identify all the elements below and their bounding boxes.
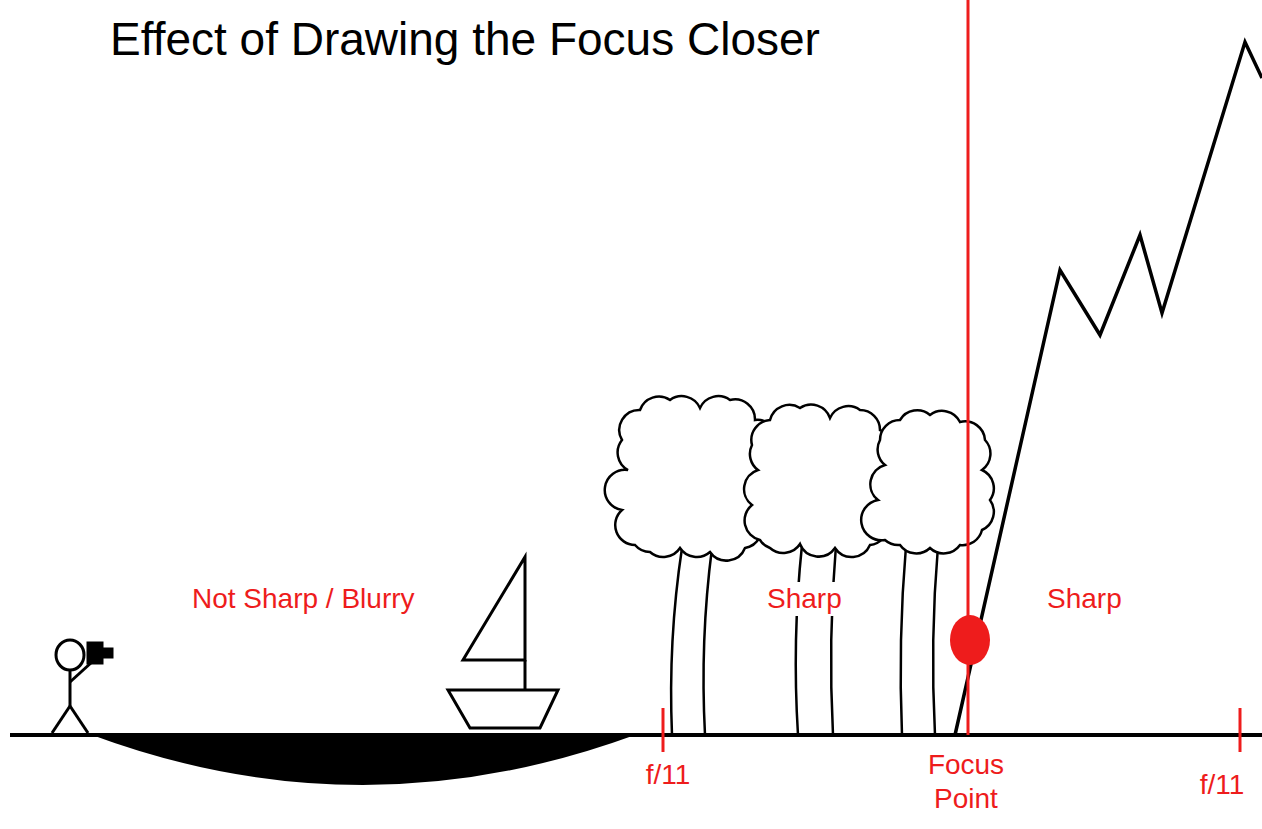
- focus-point-dot: [950, 615, 990, 665]
- diagram-title: Effect of Drawing the Focus Closer: [110, 12, 820, 67]
- ground-line: [10, 733, 1262, 737]
- focus-point-label: Focus Point: [899, 748, 1033, 815]
- trees: [605, 396, 994, 735]
- far-limit-tick: [1239, 708, 1242, 752]
- sailboat: [448, 557, 558, 728]
- blur-zone-label: Not Sharp / Blurry: [190, 582, 417, 616]
- aperture-label: f/11: [1198, 768, 1247, 802]
- near-limit-tick: [662, 708, 665, 752]
- sharp-zone-label: Sharp: [1045, 582, 1124, 616]
- aperture-label: f/11: [644, 758, 693, 792]
- sharp-zone-label: Sharp: [765, 582, 844, 616]
- mountain-outline: [955, 42, 1262, 735]
- lake: [92, 735, 635, 785]
- photographer-figure: [52, 640, 112, 733]
